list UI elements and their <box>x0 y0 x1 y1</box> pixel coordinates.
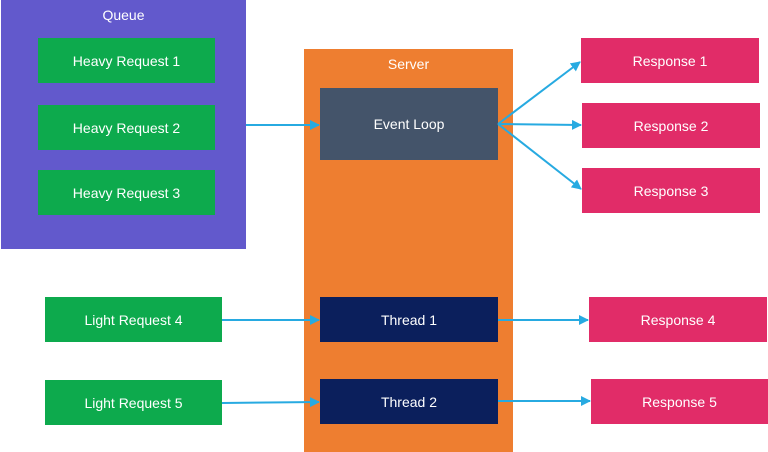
heavy-request-2: Heavy Request 2 <box>38 105 215 150</box>
response-3: Response 3 <box>582 168 760 213</box>
heavy-request-1: Heavy Request 1 <box>38 38 215 83</box>
server-title: Server <box>387 56 430 72</box>
event-loop-box: Event Loop <box>320 88 498 160</box>
response-2: Response 2 <box>582 103 760 148</box>
light-request-4: Light Request 4 <box>45 297 222 342</box>
light-request-5: Light Request 5 <box>45 380 222 425</box>
response-1: Response 1 <box>581 38 759 83</box>
thread-1-box: Thread 1 <box>320 297 498 342</box>
response-5: Response 5 <box>591 379 768 424</box>
thread-2-box: Thread 2 <box>320 379 498 424</box>
response-4: Response 4 <box>589 297 767 342</box>
heavy-request-3: Heavy Request 3 <box>38 170 215 215</box>
queue-title: Queue <box>102 7 145 23</box>
